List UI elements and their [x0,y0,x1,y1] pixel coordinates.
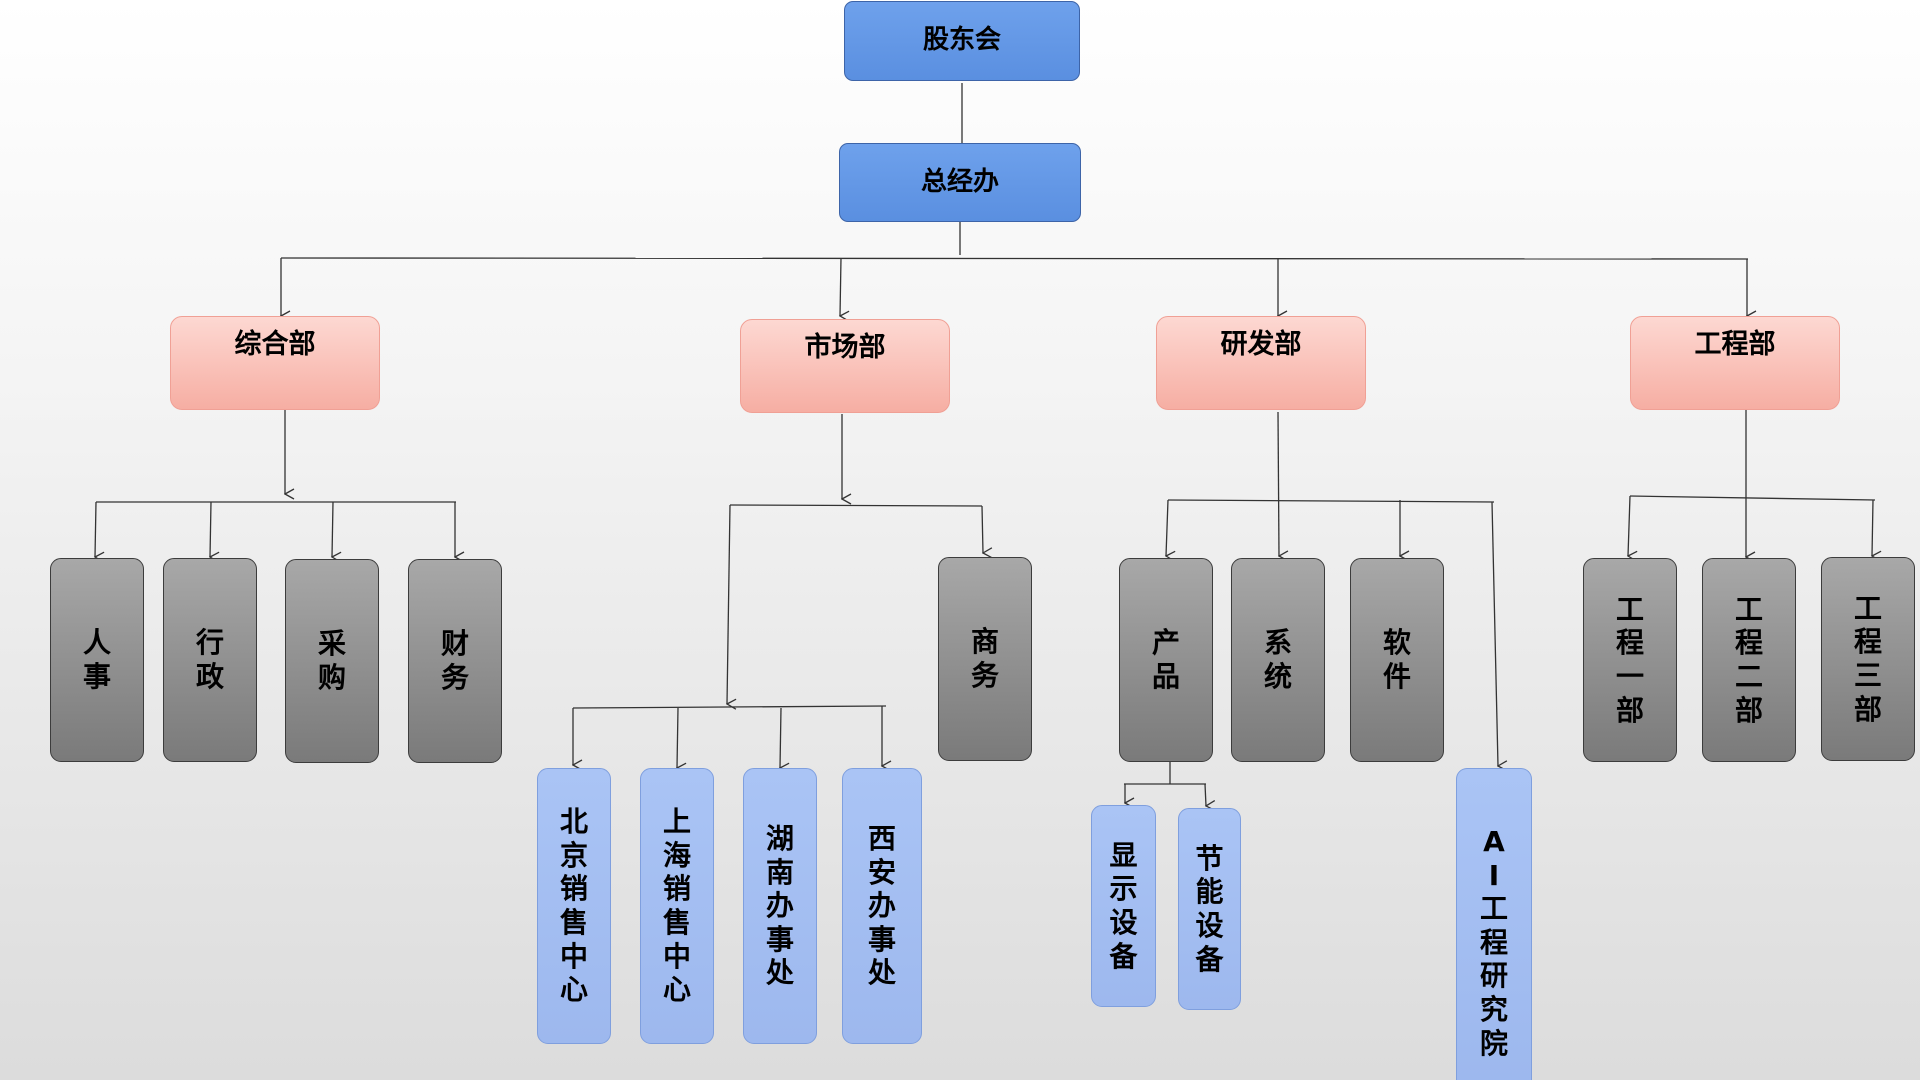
node-product-label: 产品 [1151,626,1180,693]
node-ai-institute-label: AI工程研究院 [1479,825,1508,1060]
node-procurement: 采购 [285,559,379,763]
node-display-equipment: 显示设备 [1091,805,1156,1007]
node-hunan-office: 湖南办事处 [743,768,817,1044]
node-hr: 人事 [50,558,144,762]
node-eng-dept-1-label: 工程一部 [1615,592,1644,727]
node-procurement-label: 采购 [317,627,346,694]
node-market-dept: 市场部 [740,319,950,413]
node-rd-dept: 研发部 [1156,316,1366,410]
node-energy-saving-equipment: 节能设备 [1178,808,1241,1010]
node-software-label: 软件 [1382,626,1411,693]
node-finance-label: 财务 [440,627,469,694]
node-eng-dept: 工程部 [1630,316,1840,410]
node-shanghai-sales-label: 上海销售中心 [662,805,691,1007]
node-software: 软件 [1350,558,1444,762]
node-general-dept-label: 综合部 [234,329,316,360]
node-beijing-sales-label: 北京销售中心 [559,805,588,1007]
node-general-dept: 综合部 [170,316,380,410]
node-beijing-sales: 北京销售中心 [537,768,611,1044]
node-eng-dept-2: 工程二部 [1702,558,1796,762]
node-eng-dept-2-label: 工程二部 [1734,592,1763,727]
node-admin-label: 行政 [195,626,224,693]
node-eng-dept-3: 工程三部 [1821,557,1915,761]
node-business-label: 商务 [970,625,999,692]
node-business: 商务 [938,557,1032,761]
node-system: 系统 [1231,558,1325,762]
node-market-dept-label: 市场部 [804,332,886,363]
node-eng-dept-3-label: 工程三部 [1853,591,1882,726]
node-hr-label: 人事 [82,626,111,693]
node-general-office-label: 总经办 [920,166,999,197]
node-xian-office: 西安办事处 [842,768,922,1044]
node-shanghai-sales: 上海销售中心 [640,768,714,1044]
node-hunan-office-label: 湖南办事处 [765,822,794,990]
node-display-equipment-label: 显示设备 [1109,838,1138,973]
node-product: 产品 [1119,558,1213,762]
node-admin: 行政 [163,558,257,762]
node-eng-dept-label: 工程部 [1694,329,1776,360]
node-system-label: 系统 [1263,626,1292,693]
node-shareholders: 股东会 [844,1,1080,81]
node-xian-office-label: 西安办事处 [867,822,896,990]
node-shareholders-label: 股东会 [922,25,1001,56]
node-energy-saving-equipment-label: 节能设备 [1195,841,1224,976]
node-ai-institute: AI工程研究院 [1456,768,1532,1080]
node-rd-dept-label: 研发部 [1220,329,1302,360]
node-general-office: 总经办 [839,143,1081,222]
node-eng-dept-1: 工程一部 [1583,558,1677,762]
node-finance: 财务 [408,559,502,763]
